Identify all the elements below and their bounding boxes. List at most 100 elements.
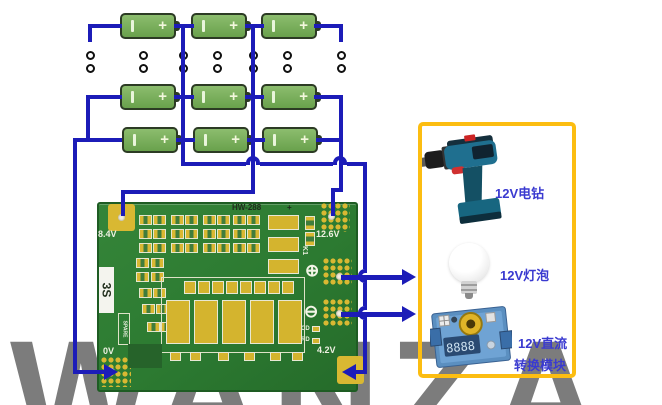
battery-cell: + <box>191 13 251 39</box>
wire <box>121 190 254 194</box>
minus-terminal-icon <box>202 20 205 32</box>
wire <box>347 162 367 166</box>
pcb-plus-mark: + <box>287 203 292 212</box>
svg-text:8888: 8888 <box>445 339 475 356</box>
converter-module-image: 8888 <box>430 306 512 368</box>
pad-label-8v4: 8.4V <box>98 229 117 239</box>
wire <box>73 138 77 374</box>
converter-label-line1: 12V直流 <box>518 336 568 351</box>
drill-label: 12V电钻 <box>495 186 545 201</box>
bulb-image <box>449 243 489 283</box>
output-plus-symbol: ⊕ <box>305 261 320 280</box>
wire <box>314 95 341 99</box>
wire <box>88 24 122 28</box>
pcb-model: HW-288 <box>232 203 262 212</box>
series-sticker: 3S <box>99 267 114 313</box>
wire-arrowhead <box>342 364 356 380</box>
wire <box>181 24 185 166</box>
bulb-base <box>461 281 477 294</box>
wire <box>181 162 246 166</box>
wire <box>251 24 255 194</box>
wire <box>260 162 333 166</box>
plus-terminal: + <box>231 131 240 148</box>
cd-label: CD <box>301 326 310 332</box>
battery-cell: + <box>120 13 180 39</box>
minus-terminal-icon <box>273 134 276 146</box>
parallel-ellipsis-dot <box>213 64 222 73</box>
parallel-ellipsis-dot <box>283 64 292 73</box>
wire <box>316 138 341 142</box>
wire <box>331 188 343 192</box>
series-label: 3S <box>99 282 114 298</box>
minus-terminal-icon <box>204 134 207 146</box>
k1-label: K1 <box>300 246 308 255</box>
pad-hole <box>336 273 343 280</box>
plus-terminal: + <box>300 131 309 148</box>
plus-terminal: + <box>160 131 169 148</box>
wire <box>73 370 112 374</box>
wire-hop <box>333 156 347 165</box>
parallel-ellipsis-dot <box>337 64 346 73</box>
minus-terminal-icon <box>133 134 136 146</box>
bulb-label: 12V灯泡 <box>500 268 550 283</box>
wire <box>247 138 265 142</box>
pad-output-plus <box>323 258 352 285</box>
output-minus-symbol: ⊖ <box>304 302 319 321</box>
output-plus-arrowhead <box>402 269 416 285</box>
spare-box: SPARE <box>118 313 130 345</box>
parallel-ellipsis-dot <box>213 51 222 60</box>
pad-hole <box>118 214 125 221</box>
wire <box>339 95 343 190</box>
pad-hole <box>336 310 343 317</box>
wire <box>86 95 90 142</box>
minus-terminal-icon <box>272 91 275 103</box>
battery-cell: + <box>262 127 322 153</box>
minus-terminal-icon <box>202 91 205 103</box>
pad-label-0v: 0V <box>103 346 115 356</box>
rd-label: RD <box>301 337 310 343</box>
minus-terminal-icon <box>131 20 134 32</box>
parallel-ellipsis-dot <box>337 51 346 60</box>
pad-12v6 <box>321 203 350 232</box>
battery-cell: + <box>261 13 321 39</box>
output-minus-arrowhead <box>402 306 416 322</box>
spare-label: SPARE <box>121 320 128 338</box>
pad-hole <box>328 213 335 220</box>
plus-terminal: + <box>299 88 308 105</box>
drill-image <box>422 134 502 224</box>
wire <box>363 320 367 374</box>
loads-box <box>418 122 576 378</box>
parallel-ellipsis-dot <box>283 51 292 60</box>
battery-cell: + <box>120 84 180 110</box>
wire <box>88 24 92 42</box>
pad-label-12v6: 12.6V <box>316 229 340 239</box>
wire <box>121 190 125 216</box>
minus-terminal-icon <box>131 91 134 103</box>
plus-terminal: + <box>229 88 238 105</box>
wire <box>331 188 335 216</box>
battery-cell: + <box>193 127 253 153</box>
wire-hop <box>246 156 260 165</box>
battery-cell: + <box>122 127 182 153</box>
parallel-ellipsis-dot <box>86 51 95 60</box>
parallel-ellipsis-dot <box>139 64 148 73</box>
converter-label-line2: 转换模块 <box>514 358 567 373</box>
battery-cell: + <box>261 84 321 110</box>
parallel-ellipsis-dot <box>139 51 148 60</box>
plus-terminal: + <box>158 88 167 105</box>
wire <box>176 138 195 142</box>
wire-arrowhead <box>104 364 118 380</box>
output-plus-wire <box>341 275 404 280</box>
wire <box>339 24 343 42</box>
wire <box>352 370 365 374</box>
wire <box>73 138 122 142</box>
wire <box>314 24 343 28</box>
plus-terminal: + <box>299 17 308 34</box>
plus-terminal: + <box>158 17 167 34</box>
plus-terminal: + <box>229 17 238 34</box>
battery-cell: + <box>191 84 251 110</box>
wire <box>363 283 367 306</box>
output-minus-wire <box>341 312 404 317</box>
minus-terminal-icon <box>272 20 275 32</box>
